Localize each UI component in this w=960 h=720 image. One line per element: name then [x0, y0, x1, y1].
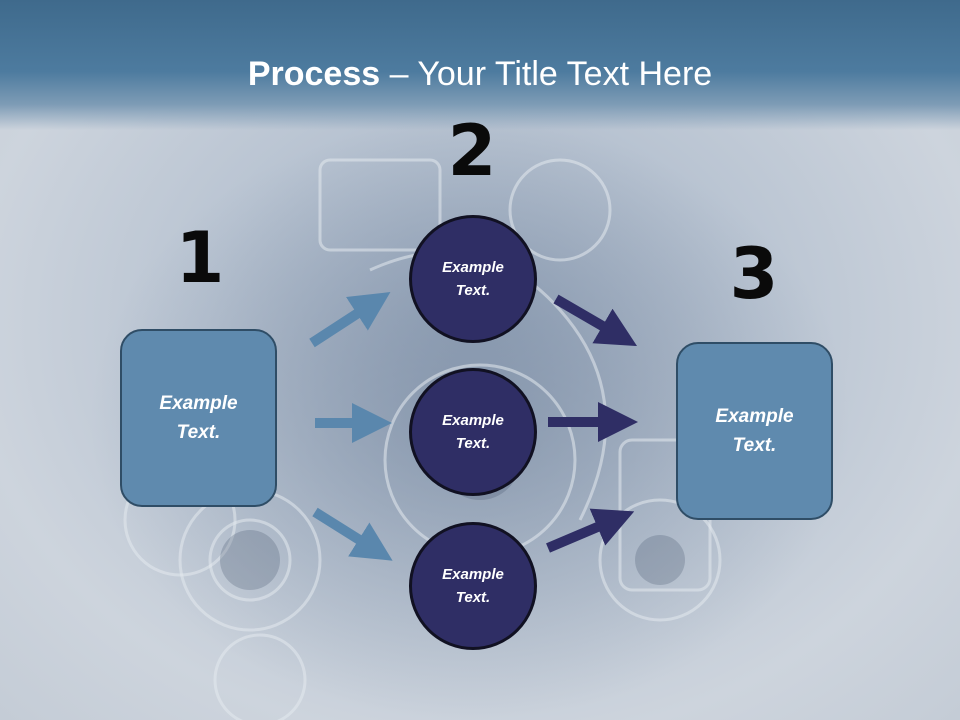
right-box-label: Example Text.: [715, 406, 794, 456]
arrow-bottom-to-right: [546, 508, 635, 553]
circle-top[interactable]: Example Text.: [409, 215, 537, 343]
step-number-2: 2: [447, 110, 497, 192]
right-process-box[interactable]: Example Text.: [676, 342, 833, 520]
arrow-top-to-right: [553, 294, 638, 347]
page-title: Process – Your Title Text Here: [0, 52, 960, 96]
circle-top-label: Example Text.: [442, 259, 504, 299]
circle-bottom-label: Example Text.: [442, 566, 504, 606]
circle-bottom[interactable]: Example Text.: [409, 522, 537, 650]
left-process-box[interactable]: Example Text.: [120, 329, 277, 507]
arrow-left-to-bottom: [312, 507, 393, 561]
step-number-1: 1: [175, 217, 225, 299]
title-bar: [0, 0, 960, 130]
left-box-label: Example Text.: [159, 393, 238, 443]
title-rest: – Your Title Text Here: [380, 55, 713, 93]
arrow-left-to-top: [309, 292, 391, 348]
circle-middle[interactable]: Example Text.: [409, 368, 537, 496]
circle-middle-label: Example Text.: [442, 412, 504, 452]
step-number-3: 3: [729, 233, 779, 315]
title-bold: Process: [247, 55, 381, 93]
